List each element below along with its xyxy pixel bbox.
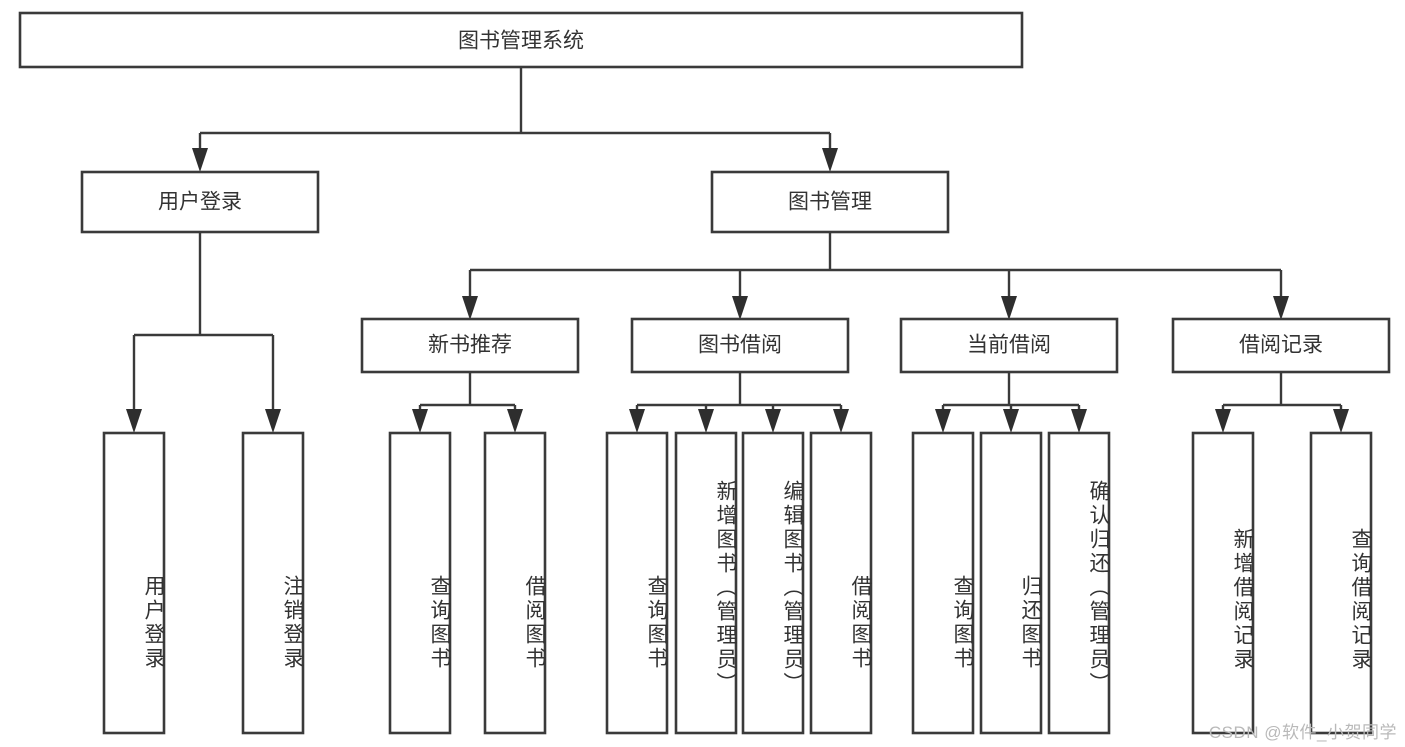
arrow-head-leaf-logout [265,409,281,433]
connector-layer [126,67,1349,433]
node-box-leaf-add-book-admin[interactable] [674,431,738,735]
node-box-leaf-borrow-book-1[interactable] [483,431,547,735]
node-box-leaf-confirm-return-admin[interactable] [1047,431,1111,735]
node-box-borrow-record[interactable] [1171,317,1391,374]
arrow-head-borrow-record [1273,296,1289,320]
node-label-user-login: 用户登录 [158,191,242,214]
node-layer: 图书管理系统 用户登录 图书管理 新书推荐 图书借阅 当前借阅 借阅记录 [18,11,1391,735]
arrow-head-newbook-leaf-2 [507,409,523,433]
node-label-root: 图书管理系统 [458,30,584,53]
arrow-head-bookborrow-leaf-3 [765,409,781,433]
node-box-leaf-query-book-2[interactable] [605,431,669,735]
arrow-head-currentborrow-leaf-1 [935,409,951,433]
arrow-head-bookborrow-leaf-4 [833,409,849,433]
node-box-leaf-edit-book-admin[interactable] [741,431,805,735]
node-box-leaf-query-borrow-record[interactable] [1309,431,1373,735]
arrow-head-bookborrow-leaf-2 [698,409,714,433]
node-label-borrow-record: 借阅记录 [1239,334,1323,357]
node-box-leaf-user-login[interactable] [102,431,166,735]
arrow-head-book-borrow [732,296,748,320]
arrow-head-leaf-user-login [126,409,142,433]
node-box-leaf-query-book-3[interactable] [911,431,975,735]
node-box-current-borrow[interactable] [899,317,1119,374]
node-box-leaf-add-borrow-record[interactable] [1191,431,1255,735]
watermark-label: CSDN @软件_小贺同学 [1208,723,1397,742]
node-label-new-book-recommend: 新书推荐 [428,334,512,357]
node-box-root[interactable] [18,11,1024,69]
node-box-leaf-borrow-book-2[interactable] [809,431,873,735]
arrow-head-new-book-recommend [462,296,478,320]
node-box-new-book-recommend[interactable] [360,317,580,374]
arrow-head-borrowrecord-leaf-1 [1215,409,1231,433]
node-box-leaf-query-book-1[interactable] [388,431,452,735]
arrow-head-user-login [192,148,208,172]
arrow-head-bookborrow-leaf-1 [629,409,645,433]
arrow-head-currentborrow-leaf-2 [1003,409,1019,433]
node-label-current-borrow: 当前借阅 [967,334,1051,357]
node-box-book-borrow[interactable] [630,317,850,374]
arrow-head-book-mgmt [822,148,838,172]
arrow-head-borrowrecord-leaf-2 [1333,409,1349,433]
node-box-book-management[interactable] [710,170,950,234]
node-box-user-login[interactable] [80,170,320,234]
arrow-head-newbook-leaf-1 [412,409,428,433]
node-label-book-management: 图书管理 [788,191,872,214]
node-box-leaf-logout[interactable] [241,431,305,735]
node-label-book-borrow: 图书借阅 [698,334,782,357]
node-box-leaf-return-book[interactable] [979,431,1043,735]
arrow-head-current-borrow [1001,296,1017,320]
arrow-head-currentborrow-leaf-3 [1071,409,1087,433]
